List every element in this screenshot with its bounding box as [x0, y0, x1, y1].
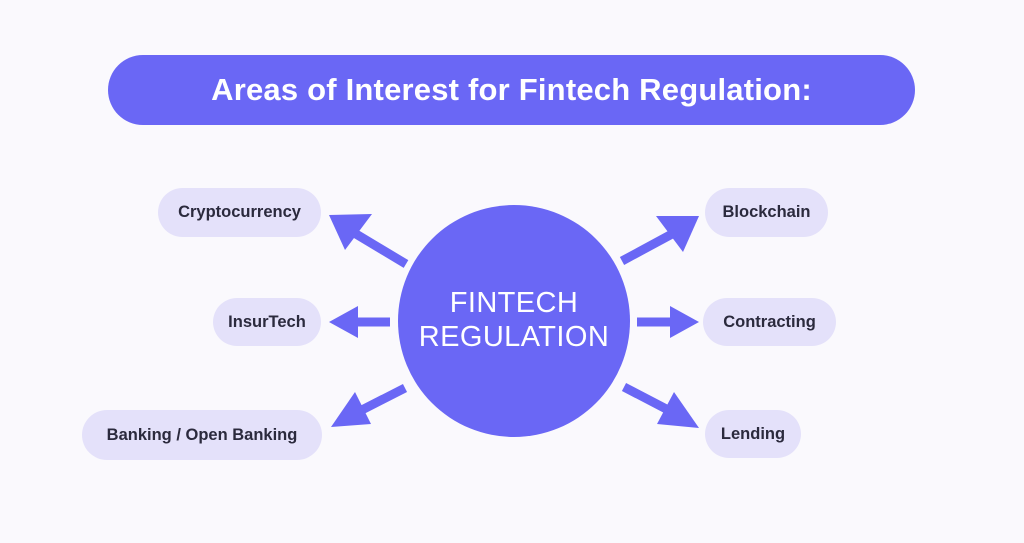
arrow-to-blockchain-icon	[619, 216, 699, 265]
node-cryptocurrency-label: Cryptocurrency	[178, 203, 301, 221]
arrow-to-contracting-icon	[637, 306, 699, 338]
node-blockchain[interactable]: Blockchain	[705, 188, 828, 237]
arrow-to-lending-icon	[621, 383, 699, 428]
center-node-label-line1: FINTECH	[449, 287, 579, 320]
node-lending[interactable]: Lending	[705, 410, 801, 458]
node-blockchain-label: Blockchain	[722, 203, 811, 221]
arrow-to-banking-open-banking-icon	[331, 383, 408, 427]
node-contracting[interactable]: Contracting	[703, 298, 836, 346]
node-banking-open-banking[interactable]: Banking / Open Banking	[82, 410, 322, 460]
center-node-label-line2: REGULATION	[418, 321, 610, 353]
node-insurtech-label: InsurTech	[228, 312, 306, 331]
page-title: Areas of Interest for Fintech Regulation…	[211, 72, 812, 107]
center-node-fintech-regulation[interactable]: FINTECH REGULATION	[398, 205, 630, 437]
node-banking-open-banking-label: Banking / Open Banking	[106, 425, 298, 444]
node-contracting-label: Contracting	[723, 312, 816, 331]
node-lending-label: Lending	[720, 424, 786, 443]
arrow-to-cryptocurrency-icon	[329, 214, 409, 268]
page-title-banner: Areas of Interest for Fintech Regulation…	[108, 55, 915, 125]
node-cryptocurrency[interactable]: Cryptocurrency	[158, 188, 321, 237]
node-insurtech[interactable]: InsurTech	[213, 298, 321, 346]
arrow-to-insurtech-icon	[329, 306, 390, 338]
